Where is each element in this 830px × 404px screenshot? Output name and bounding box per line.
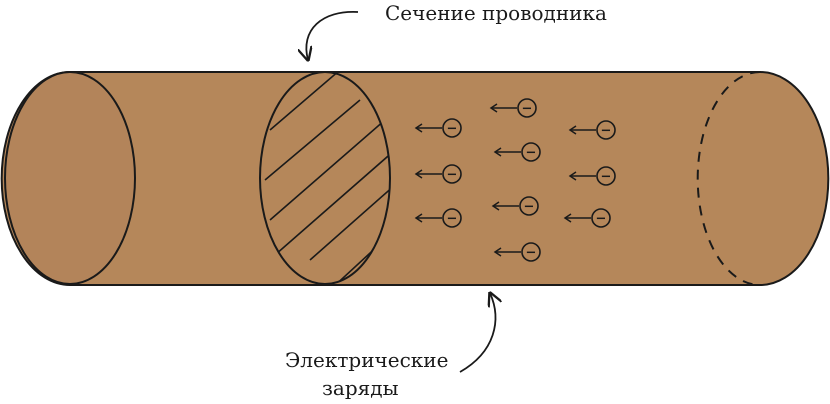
electron-circle <box>591 208 611 228</box>
electron-minus-sign: − <box>447 122 458 137</box>
charges-label-line1: Электрические <box>285 348 448 372</box>
charge-motion-arrowhead <box>414 123 423 133</box>
cylinder-body <box>0 71 830 286</box>
electron-charge: − <box>493 142 541 162</box>
electron-minus-sign: − <box>526 146 537 161</box>
electron-charge: − <box>568 120 616 140</box>
electron-charge: − <box>414 164 462 184</box>
conductor-cylinder <box>0 71 830 286</box>
electron-circle <box>596 166 616 186</box>
electron-charge: − <box>414 208 462 228</box>
electron-minus-sign: − <box>522 102 533 117</box>
electron-circle <box>442 208 462 228</box>
charges-label-line2: заряды <box>322 376 399 400</box>
charge-motion-arrowhead <box>489 103 498 113</box>
charge-motion-arrowhead <box>568 125 577 135</box>
electron-minus-sign: − <box>601 170 612 185</box>
electron-charge: − <box>563 208 611 228</box>
charge-motion-arrowhead <box>491 201 500 211</box>
electron-circle <box>517 98 537 118</box>
charge-motion-arrowhead <box>493 247 502 257</box>
charge-motion-arrowhead <box>568 171 577 181</box>
electron-charge: − <box>489 98 537 118</box>
electron-circle <box>442 164 462 184</box>
cylinder-right-end-hidden-edge <box>696 71 761 286</box>
electron-circle <box>519 196 539 216</box>
section-pointer-arrow <box>306 11 359 60</box>
section-annotation: Сечение проводника <box>306 1 607 60</box>
charges-annotation: Электрические заряды <box>285 293 495 400</box>
cross-section-hatching <box>264 72 390 284</box>
electron-minus-sign: − <box>526 246 537 261</box>
charges-pointer-arrow <box>459 293 495 373</box>
conductor-cross-section <box>259 71 391 285</box>
electron-circle <box>521 242 541 262</box>
electron-charge: − <box>414 118 462 138</box>
cross-section-ellipse <box>259 71 391 285</box>
charge-motion-arrowhead <box>414 169 423 179</box>
electron-charge: − <box>568 166 616 186</box>
electron-minus-sign: − <box>447 168 458 183</box>
electron-charge: − <box>491 196 539 216</box>
electron-minus-sign: − <box>447 212 458 227</box>
section-label: Сечение проводника <box>385 1 607 25</box>
electron-circle <box>442 118 462 138</box>
electron-minus-sign: − <box>596 212 607 227</box>
electron-circle <box>596 120 616 140</box>
electron-minus-sign: − <box>601 124 612 139</box>
charge-motion-arrowhead <box>563 213 572 223</box>
electric-charges: − − − − − − − − − − <box>414 98 616 262</box>
charge-motion-arrowhead <box>414 213 423 223</box>
electron-minus-sign: − <box>524 200 535 215</box>
electron-circle <box>521 142 541 162</box>
cylinder-left-end <box>4 71 136 285</box>
electron-charge: − <box>493 242 541 262</box>
charge-motion-arrowhead <box>493 147 502 157</box>
